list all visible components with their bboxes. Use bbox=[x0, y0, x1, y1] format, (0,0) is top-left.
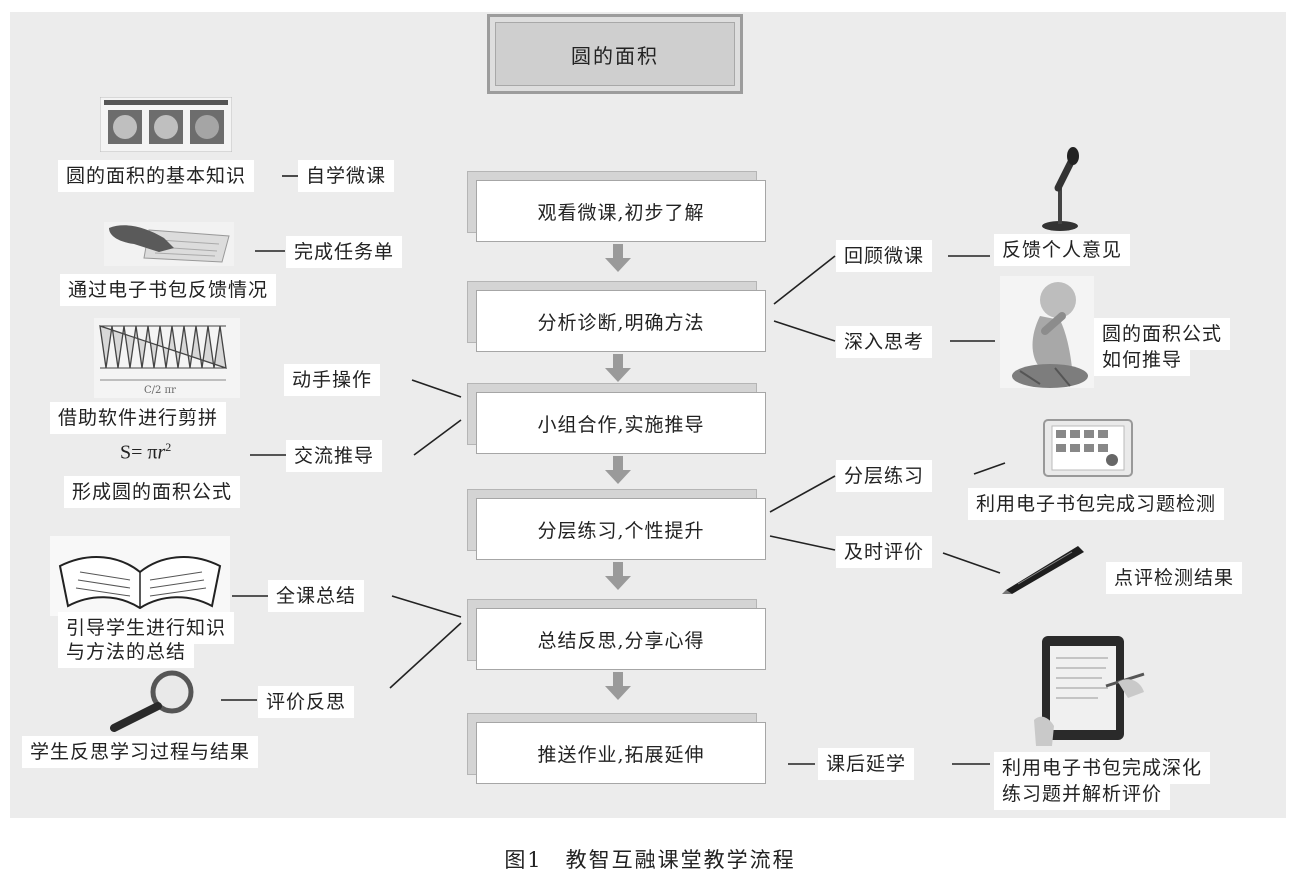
thinker-icon bbox=[1000, 276, 1094, 388]
label-deepen-2: 练习题并解析评价 bbox=[994, 780, 1171, 810]
pen-icon bbox=[1002, 546, 1084, 594]
label-hands-on: 动手操作 bbox=[284, 364, 381, 396]
label-review: 回顾微课 bbox=[836, 240, 933, 272]
down-arrow-icon bbox=[605, 672, 631, 700]
label-deep: 深入思考 bbox=[836, 326, 933, 358]
label-ebag-test: 利用电子书包完成习题检测 bbox=[968, 488, 1225, 520]
label-ebag-feedback: 通过电子书包反馈情况 bbox=[60, 274, 277, 306]
open-book-icon bbox=[50, 536, 230, 616]
ebook-reader-icon bbox=[1034, 636, 1145, 746]
down-arrow-icon bbox=[605, 456, 631, 484]
formula-exp: 2 bbox=[165, 440, 172, 454]
step-3: 小组合作,实施推导 bbox=[476, 392, 766, 454]
step-5: 总结反思,分享心得 bbox=[476, 608, 766, 670]
label-comment: 点评检测结果 bbox=[1106, 562, 1243, 594]
label-after-class: 课后延学 bbox=[818, 748, 915, 780]
down-arrow-icon bbox=[605, 562, 631, 590]
label-opinion: 反馈个人意见 bbox=[994, 234, 1131, 266]
diagram-title: 圆的面积 bbox=[487, 14, 743, 94]
formula-var: r bbox=[157, 441, 166, 464]
label-timely: 及时评价 bbox=[836, 536, 933, 568]
label-weike-topic: 圆的面积的基本知识 bbox=[58, 160, 255, 192]
label-summary-desc-2: 与方法的总结 bbox=[58, 638, 195, 668]
label-summary: 全课总结 bbox=[268, 580, 365, 612]
label-reflect-desc: 学生反思学习过程与结果 bbox=[22, 736, 259, 768]
label-deepen-1: 利用电子书包完成深化 bbox=[994, 752, 1211, 784]
formula-lhs: S= π bbox=[120, 441, 158, 464]
label-exchange: 交流推导 bbox=[286, 440, 383, 472]
microphone-icon bbox=[1042, 147, 1079, 231]
svg-text:C/2 πr: C/2 πr bbox=[144, 385, 176, 396]
weike-screenshot-icon bbox=[100, 97, 232, 152]
down-arrow-icon bbox=[605, 354, 631, 382]
label-formula-q-1: 圆的面积公式 bbox=[1094, 318, 1231, 350]
label-weike: 自学微课 bbox=[298, 160, 395, 192]
magnifier-icon bbox=[110, 670, 194, 732]
step-6: 推送作业,拓展延伸 bbox=[476, 722, 766, 784]
step-1: 观看微课,初步了解 bbox=[476, 180, 766, 242]
step-4: 分层练习,个性提升 bbox=[476, 498, 766, 560]
label-formula-q-2: 如何推导 bbox=[1094, 346, 1191, 376]
area-formula: S= πr2 bbox=[120, 440, 171, 465]
step-2: 分析诊断,明确方法 bbox=[476, 290, 766, 352]
tablet-hand-icon bbox=[104, 222, 234, 266]
label-layered: 分层练习 bbox=[836, 460, 933, 492]
cut-strips-icon: C/2 πr bbox=[94, 318, 240, 398]
label-formula-desc: 形成圆的面积公式 bbox=[64, 476, 241, 508]
label-software-cut: 借助软件进行剪拼 bbox=[50, 402, 227, 434]
figure-caption: 图1 教智互融课堂教学流程 bbox=[504, 848, 796, 872]
flow-arrows bbox=[605, 244, 631, 700]
tablet-icon bbox=[1043, 419, 1133, 477]
label-task-sheet: 完成任务单 bbox=[286, 236, 403, 268]
down-arrow-icon bbox=[605, 244, 631, 272]
label-reflect: 评价反思 bbox=[258, 686, 355, 718]
